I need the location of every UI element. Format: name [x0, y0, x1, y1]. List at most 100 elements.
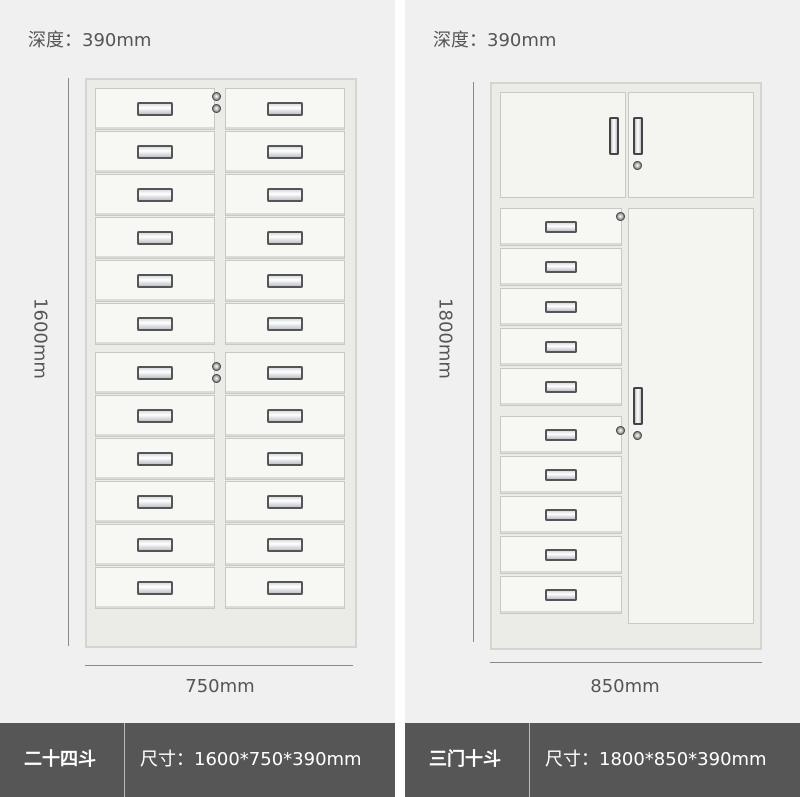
lock-icon — [616, 426, 625, 435]
drawer-handle-icon — [137, 316, 173, 331]
drawer — [225, 303, 345, 345]
drawer — [225, 524, 345, 566]
drawer-handle-icon — [267, 408, 303, 423]
left-width-label: 750mm — [185, 676, 255, 697]
right-height-label: 1800mm — [434, 298, 456, 379]
drawer-handle-icon — [545, 589, 577, 601]
drawer-handle-icon — [267, 537, 303, 552]
drawer — [225, 567, 345, 609]
drawer-handle-icon — [267, 101, 303, 116]
drawer — [225, 438, 345, 480]
drawer-handle-icon — [267, 451, 303, 466]
drawer-handle-icon — [545, 381, 577, 393]
left-cabinet-24-drawers — [85, 78, 357, 648]
drawer-handle-icon — [137, 101, 173, 116]
drawer-handle-icon — [137, 144, 173, 159]
left-width-dimension-line — [85, 665, 353, 666]
drawer — [95, 260, 215, 302]
lock-icon — [212, 374, 221, 383]
drawer-handle-icon — [267, 273, 303, 288]
left-product-panel: 深度：390mm 1600mm 750mm — [0, 0, 395, 723]
left-footer-bar: 二十四斗 尺寸：1600*750*390mm — [0, 723, 395, 797]
drawer — [225, 88, 345, 130]
lock-icon — [616, 212, 625, 221]
drawer-handle-icon — [267, 144, 303, 159]
drawer — [95, 438, 215, 480]
drawer — [500, 288, 622, 326]
left-footer-divider — [124, 723, 125, 797]
drawer-handle-icon — [137, 580, 173, 595]
drawer — [95, 131, 215, 173]
drawer-handle-icon — [137, 494, 173, 509]
drawer — [95, 303, 215, 345]
drawer-handle-icon — [267, 494, 303, 509]
drawer-handle-icon — [137, 273, 173, 288]
drawer — [95, 567, 215, 609]
drawer-handle-icon — [267, 365, 303, 380]
drawer-handle-icon — [545, 549, 577, 561]
drawer-handle-icon — [137, 537, 173, 552]
drawer — [95, 481, 215, 523]
drawer — [500, 328, 622, 366]
drawer-handle-icon — [267, 580, 303, 595]
drawer — [95, 395, 215, 437]
drawer-handle-icon — [267, 316, 303, 331]
drawer-handle-icon — [545, 261, 577, 273]
right-cabinet-3-doors-10-drawers — [490, 82, 762, 650]
right-footer-bar: 三门十斗 尺寸：1800*850*390mm — [405, 723, 800, 797]
drawer — [500, 368, 622, 406]
drawer — [225, 260, 345, 302]
drawer-handle-icon — [545, 509, 577, 521]
drawer — [225, 352, 345, 394]
right-width-label: 850mm — [590, 676, 660, 697]
drawer-handle-icon — [545, 341, 577, 353]
right-height-dimension-line — [473, 82, 474, 642]
lock-icon — [633, 161, 642, 170]
top-door-left — [500, 92, 626, 198]
drawer — [500, 496, 622, 534]
drawer — [95, 352, 215, 394]
left-product-title: 二十四斗 — [24, 749, 96, 770]
drawer-handle-icon — [545, 301, 577, 313]
drawer-handle-icon — [545, 221, 577, 233]
drawer — [95, 88, 215, 130]
drawer-handle-icon — [267, 230, 303, 245]
lock-icon — [212, 92, 221, 101]
drawer — [225, 131, 345, 173]
drawer — [225, 217, 345, 259]
drawer — [95, 217, 215, 259]
drawer — [225, 174, 345, 216]
top-door-right — [628, 92, 754, 198]
left-product-spec: 尺寸：1600*750*390mm — [140, 749, 362, 770]
left-height-dimension-line — [68, 78, 69, 646]
drawer — [500, 536, 622, 574]
drawer — [500, 416, 622, 454]
right-product-title: 三门十斗 — [429, 749, 501, 770]
drawer-handle-icon — [545, 469, 577, 481]
drawer-handle-icon — [545, 429, 577, 441]
drawer — [95, 524, 215, 566]
left-height-label: 1600mm — [29, 298, 51, 379]
drawer-handle-icon — [267, 187, 303, 202]
lock-icon — [212, 362, 221, 371]
drawer — [500, 576, 622, 614]
lock-icon — [633, 431, 642, 440]
right-footer-divider — [529, 723, 530, 797]
left-depth-label: 深度：390mm — [28, 30, 152, 51]
tall-side-door — [628, 208, 754, 624]
right-depth-label: 深度：390mm — [433, 30, 557, 51]
drawer-handle-icon — [137, 408, 173, 423]
door-handle-icon — [633, 387, 643, 425]
right-width-dimension-line — [490, 662, 762, 663]
door-handle-icon — [609, 117, 619, 155]
drawer — [95, 174, 215, 216]
drawer-handle-icon — [137, 187, 173, 202]
drawer — [225, 395, 345, 437]
door-handle-icon — [633, 117, 643, 155]
drawer-handle-icon — [137, 451, 173, 466]
drawer — [500, 456, 622, 494]
lock-icon — [212, 104, 221, 113]
drawer-handle-icon — [137, 230, 173, 245]
drawer — [225, 481, 345, 523]
drawer — [500, 248, 622, 286]
